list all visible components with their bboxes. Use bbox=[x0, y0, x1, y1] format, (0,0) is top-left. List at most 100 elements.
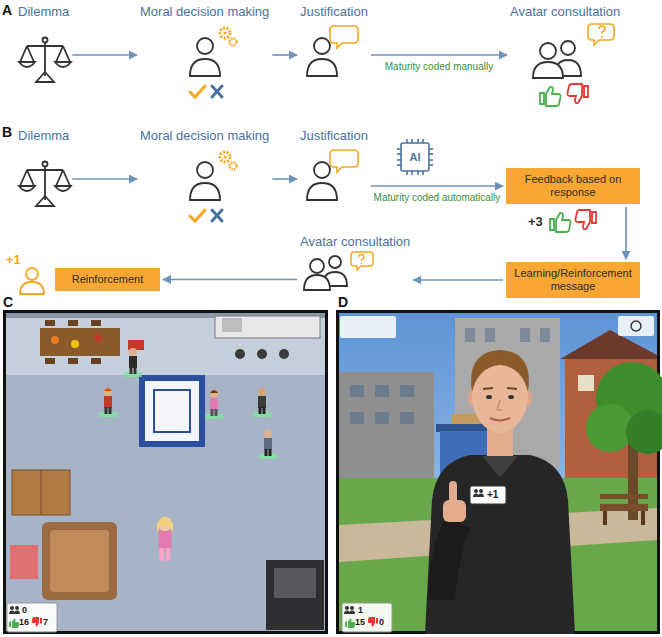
game-screenshot-street bbox=[626, 410, 662, 454]
game-screenshot-room bbox=[157, 517, 173, 561]
game-screenshot-street bbox=[375, 385, 389, 397]
scale-icon bbox=[56, 46, 63, 62]
game-screenshot-room bbox=[257, 349, 267, 359]
ai-chip-icon bbox=[397, 139, 433, 175]
thinking-person-icon bbox=[220, 28, 230, 38]
step-icons bbox=[19, 26, 358, 97]
thinking-person-icon bbox=[190, 59, 220, 76]
people-icon bbox=[473, 489, 484, 497]
reinforced-person-icon bbox=[26, 268, 38, 280]
game-screenshot-room bbox=[10, 545, 38, 579]
flow-arrow bbox=[413, 279, 503, 281]
ai-chip-icon bbox=[411, 171, 413, 175]
game-screenshot-room bbox=[7, 603, 57, 632]
avatar-figure bbox=[425, 350, 575, 634]
game-screenshot-room bbox=[45, 320, 55, 326]
avatar-consultation-icon bbox=[310, 259, 324, 273]
flow-arrow bbox=[163, 279, 297, 281]
people-icon bbox=[14, 611, 20, 615]
process-box: Feedback based on response bbox=[506, 168, 640, 204]
thumb-up-icon bbox=[550, 213, 571, 232]
game-screenshot-room bbox=[41, 470, 42, 515]
game-screenshot-room bbox=[68, 320, 78, 326]
game-screenshot-room bbox=[279, 349, 289, 359]
avatar-consultation-icon bbox=[304, 275, 330, 290]
thumb-down-icon bbox=[368, 617, 378, 627]
avatar-consultation-icon bbox=[533, 62, 563, 78]
game-screenshot-room bbox=[134, 367, 137, 374]
game-screenshot-room bbox=[222, 318, 242, 332]
game-screenshot-room bbox=[154, 390, 190, 432]
step-node: Moral decision making bbox=[140, 4, 269, 104]
feedback-thumbs bbox=[550, 210, 596, 232]
avatar-consultation-icon bbox=[561, 41, 575, 55]
hud-counter: 16 bbox=[19, 617, 29, 627]
node-text: Reinforcement bbox=[61, 273, 154, 286]
avatar-figure bbox=[471, 350, 529, 392]
ai-chip-icon bbox=[397, 159, 401, 161]
flow-arrow bbox=[371, 185, 503, 187]
game-screenshot-room bbox=[264, 430, 272, 438]
avatar-figure bbox=[482, 456, 518, 478]
game-screenshot-street bbox=[338, 312, 662, 635]
game-screenshot-street bbox=[350, 412, 364, 424]
game-screenshot-street bbox=[375, 412, 389, 424]
chip-label: AI bbox=[410, 151, 421, 163]
game-screenshot-room bbox=[263, 407, 266, 414]
thumb-up-icon bbox=[540, 87, 561, 106]
game-screenshot-room bbox=[5, 312, 327, 633]
game-screenshot-room bbox=[215, 409, 218, 416]
game-screenshot-room bbox=[68, 358, 78, 364]
game-screenshot-street bbox=[578, 375, 594, 391]
game-screenshot-room bbox=[274, 568, 316, 598]
game-screenshot-room bbox=[210, 398, 218, 410]
score-label: +1 bbox=[6, 252, 21, 267]
avatar-figure bbox=[425, 455, 575, 634]
ai-chip-icon bbox=[411, 139, 413, 143]
avatar-consultation-icon bbox=[533, 24, 614, 106]
game-screenshot-room bbox=[6, 313, 325, 375]
reinforced-person-icon bbox=[20, 282, 44, 294]
people-icon bbox=[345, 606, 349, 610]
game-screenshot-room bbox=[259, 454, 277, 459]
game-screenshot-street bbox=[342, 603, 392, 632]
ai-chip-icon bbox=[401, 143, 429, 171]
people-icon bbox=[479, 489, 483, 493]
hud-counter: 1 bbox=[358, 605, 363, 615]
people-icon bbox=[9, 606, 20, 614]
speaking-person-icon bbox=[330, 26, 358, 48]
avatar-figure bbox=[428, 518, 470, 600]
game-screenshot-street bbox=[631, 321, 641, 331]
game-screenshot-room bbox=[124, 372, 142, 377]
hud-counter: 0 bbox=[22, 605, 27, 615]
ai-chip-icon bbox=[417, 139, 419, 143]
ai-chip-icon bbox=[422, 139, 424, 143]
step-node: Justification bbox=[300, 128, 368, 218]
speaking-person-icon bbox=[307, 26, 358, 76]
avatar-figure bbox=[449, 481, 457, 503]
game-screenshot-room bbox=[142, 378, 202, 444]
game-screenshot-room bbox=[157, 517, 173, 534]
ai-chip-icon bbox=[429, 153, 433, 155]
avatar-consultation-icon bbox=[601, 36, 603, 38]
people-icon bbox=[350, 606, 354, 610]
scale-icon bbox=[27, 45, 63, 47]
game-screenshot-room bbox=[259, 407, 262, 414]
game-screenshot-room bbox=[258, 396, 266, 408]
game-screenshot-room bbox=[105, 407, 108, 414]
people-icon bbox=[15, 606, 19, 610]
game-screenshot-room bbox=[50, 530, 109, 592]
thinking-person-icon bbox=[190, 28, 237, 97]
scale-icon bbox=[19, 62, 35, 67]
game-screenshot-room bbox=[129, 348, 137, 356]
avatar-consultation-icon bbox=[329, 256, 341, 268]
scale-icon bbox=[27, 46, 34, 62]
panel-letter: C bbox=[3, 294, 13, 310]
edge-label: Maturity coded manually bbox=[385, 61, 493, 73]
flow-arrow bbox=[625, 207, 627, 259]
avatar-figure bbox=[497, 400, 502, 410]
game-screenshot-room bbox=[104, 388, 112, 396]
step-node: Avatar consultation bbox=[510, 4, 620, 114]
thinking-person-icon bbox=[212, 86, 222, 97]
